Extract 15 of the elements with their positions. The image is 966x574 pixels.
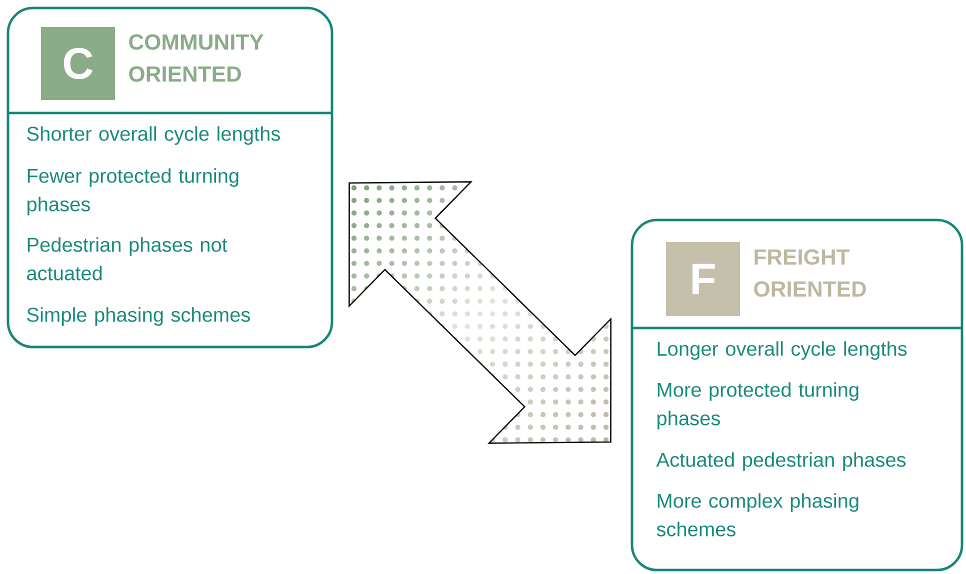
list-item: More complex phasing schemes	[656, 493, 858, 536]
list-item: Actuated pedestrian phases	[656, 452, 906, 471]
letter-badge: F	[666, 242, 740, 316]
list-item: Simple phasing schemes	[27, 307, 250, 326]
letter-badge: C	[41, 27, 115, 100]
card	[6, 6, 334, 348]
list-item: More protected turning phases	[658, 382, 858, 430]
card	[630, 218, 964, 572]
list-item: Pedestrian phases not actuated	[27, 237, 228, 280]
heading: FREIGHT ORIENTED	[754, 249, 866, 297]
heading: COMMUNITY ORIENTED	[129, 34, 264, 82]
double-arrow	[348, 181, 612, 444]
list-item: Longer overall cycle lengths	[658, 341, 907, 360]
list-item: Shorter overall cycle lengths	[27, 126, 280, 145]
list-item: Fewer protected turning phases	[28, 168, 238, 216]
